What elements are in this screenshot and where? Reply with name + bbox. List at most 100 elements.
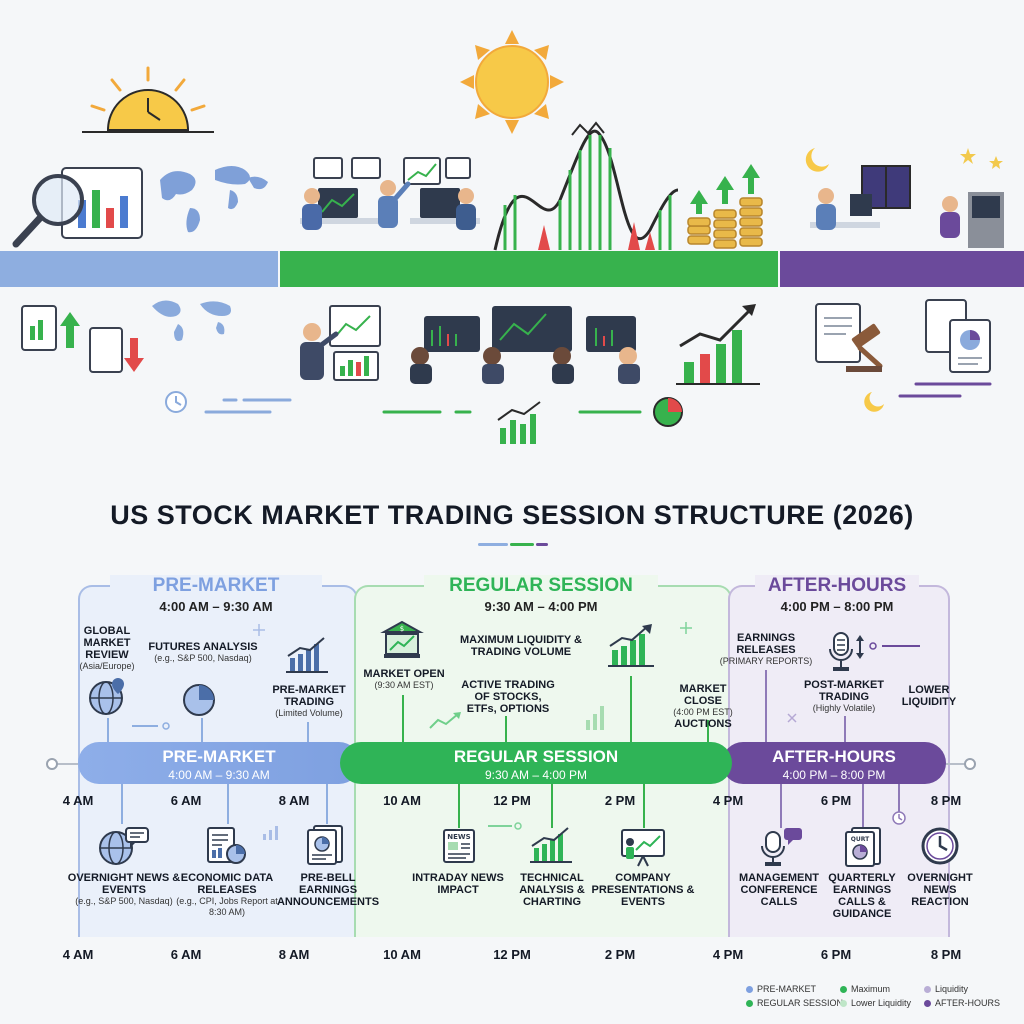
legend-label: PRE-MARKET	[757, 984, 817, 994]
event-management-calls: MANAGEMENT CONFERENCE CALLS	[730, 872, 828, 908]
event-company-presentations-title: COMPANY PRESENTATIONS & EVENTS	[591, 872, 695, 908]
sun-icon	[460, 30, 564, 134]
trend-arrow-icon	[429, 712, 461, 729]
event-futures-analysis: FUTURES ANALYSIS (e.g., S&P 500, Nasdaq)	[146, 641, 260, 664]
contract-gavel-icon	[815, 303, 883, 372]
event-active-trading: ACTIVE TRADING OF STOCKS, ETFs, OPTIONS	[458, 679, 558, 715]
connector-market-open	[402, 695, 404, 742]
pie-chart-icon	[183, 684, 215, 716]
event-intraday-news: INTRADAY NEWS IMPACT	[408, 872, 508, 896]
bar-after-hours-label: AFTER-HOURS	[772, 747, 896, 766]
tick-bottom-4pm: 4 PM	[712, 947, 744, 962]
event-market-close-auctions: AUCTIONS	[674, 718, 732, 730]
legend-label: Lower Liquidity	[851, 998, 912, 1008]
legend-regular-session: REGULAR SESSION	[746, 998, 843, 1008]
connector-post-market	[844, 716, 846, 742]
title-rule-blue	[478, 543, 508, 546]
time-pre-market: 4:00 AM – 9:30 AM	[159, 599, 273, 614]
event-overnight-news-sub: (e.g., S&P 500, Nasdaq)	[75, 896, 173, 906]
dash-lines-after	[898, 382, 992, 398]
bar-pre-market-time: 4:00 AM – 9:30 AM	[168, 768, 270, 782]
event-earnings-releases-sub: (PRIMARY REPORTS)	[719, 656, 813, 666]
event-futures-analysis-sub: (e.g., S&P 500, Nasdaq)	[154, 653, 252, 663]
sparkle-icon	[253, 624, 265, 636]
tick-top-6am: 6 AM	[170, 793, 202, 808]
legend-liquidity: Liquidity	[924, 984, 968, 994]
event-economic-data-title: ECONOMIC DATA RELEASES	[180, 872, 274, 896]
dash-connector-pre	[132, 722, 170, 730]
event-overnight-reaction-title: OVERNIGHT NEWS REACTION	[907, 872, 973, 908]
event-intraday-news-title: INTRADAY NEWS IMPACT	[412, 872, 504, 896]
legend-label: Liquidity	[935, 984, 969, 994]
connector-global-review	[107, 718, 109, 742]
presentation-icon	[621, 829, 665, 867]
connector-growth	[630, 676, 632, 742]
event-earnings-releases-title: EARNINGS RELEASES	[736, 632, 796, 656]
legend-label: REGULAR SESSION	[757, 998, 844, 1008]
connector-active-trading	[505, 716, 507, 742]
event-market-open-title: MARKET OPEN	[363, 668, 445, 680]
tick-bottom-4am: 4 AM	[62, 947, 94, 962]
band-regular	[280, 251, 778, 287]
bar-pre-market[interactable]: PRE-MARKET 4:00 AM – 9:30 AM	[78, 742, 360, 784]
connector-presentations	[643, 784, 645, 828]
bar-pre-market-label: PRE-MARKET	[162, 747, 276, 766]
connector-overnight-news	[121, 784, 123, 824]
bar-after-hours[interactable]: AFTER-HOURS 4:00 PM – 8:00 PM	[722, 742, 946, 784]
time-after-hours: 4:00 PM – 8:00 PM	[780, 599, 894, 614]
presenter-icon	[300, 305, 381, 381]
band-after	[780, 251, 1024, 287]
connector-conference	[780, 784, 782, 828]
sparkle-icon-purple	[787, 713, 797, 723]
event-market-close-sub: (4:00 PM EST)	[673, 707, 733, 717]
sunrise-clock-icon	[82, 66, 214, 133]
header-regular-session: REGULAR SESSION	[424, 575, 658, 597]
trading-floor-scene	[410, 306, 640, 384]
report-icon	[207, 827, 246, 864]
world-map-small-icon	[152, 300, 231, 341]
clock-icon	[921, 827, 959, 865]
tick-top-4am: 4 AM	[62, 793, 94, 808]
tick-top-8pm: 8 PM	[930, 793, 962, 808]
event-technical-analysis: TECHNICAL ANALYSIS & CHARTING	[506, 872, 598, 908]
bar-after-hours-time: 4:00 PM – 8:00 PM	[782, 768, 886, 782]
small-growth-chart-icon	[497, 401, 541, 444]
world-map-icon	[160, 166, 268, 233]
document-chart-icon	[307, 825, 343, 865]
tick-top-2pm: 2 PM	[604, 793, 636, 808]
connector-market-close	[707, 720, 709, 742]
microphone-icon	[829, 632, 864, 671]
legend-dot	[746, 1000, 753, 1008]
connector-futures	[201, 718, 203, 742]
event-overnight-news: OVERNIGHT NEWS & EVENTS (e.g., S&P 500, …	[62, 872, 186, 907]
bar-chart-up-icon	[286, 637, 328, 673]
dash-lines-pre	[204, 398, 292, 414]
event-premarket-trading-title: PRE-MARKET TRADING	[272, 684, 346, 708]
event-max-liquidity-title: MAXIMUM LIQUIDITY & TRADING VOLUME	[459, 634, 582, 658]
growth-bars-icon	[676, 304, 760, 385]
tick-top-10am: 10 AM	[383, 793, 421, 808]
event-pre-bell-earnings-title: PRE-BELL EARNINGS ANNOUNCEMENTS	[276, 872, 380, 908]
event-quarterly-earnings: QUARTERLY EARNINGS CALLS & GUIDANCE	[814, 872, 910, 920]
event-premarket-trading: PRE-MARKET TRADING (Limited Volume)	[262, 684, 356, 719]
title-rule-green	[510, 543, 534, 546]
time-regular-session: 9:30 AM – 4:00 PM	[484, 599, 598, 614]
microphone-chat-icon	[761, 828, 802, 866]
coin-stacks-icon	[687, 164, 763, 249]
event-market-open: MARKET OPEN (9:30 AM EST)	[358, 668, 450, 691]
event-earnings-releases: EARNINGS RELEASES (PRIMARY REPORTS)	[716, 632, 816, 667]
event-futures-analysis-title: FUTURES ANALYSIS	[148, 641, 258, 653]
legend-maximum: Maximum	[840, 984, 890, 994]
bar-regular-session-label: REGULAR SESSION	[453, 747, 619, 766]
event-quarterly-earnings-title: QUARTERLY EARNINGS CALLS & GUIDANCE	[828, 872, 896, 920]
tick-top-6pm: 6 PM	[820, 793, 852, 808]
connector-economic-data	[227, 784, 229, 824]
event-economic-data-sub: (e.g., CPI, Jobs Report at 8:30 AM)	[176, 896, 278, 917]
pie-chart-small-icon	[653, 397, 683, 427]
bar-regular-session[interactable]: REGULAR SESSION 9:30 AM – 4:00 PM	[340, 742, 732, 784]
event-lower-liquidity: LOWER LIQUIDITY	[896, 684, 962, 708]
event-max-liquidity: MAXIMUM LIQUIDITY & TRADING VOLUME	[456, 634, 586, 658]
legend-dot	[924, 1000, 931, 1008]
event-management-calls-title: MANAGEMENT CONFERENCE CALLS	[738, 872, 820, 908]
header-pre-market: PRE-MARKET	[110, 575, 322, 597]
